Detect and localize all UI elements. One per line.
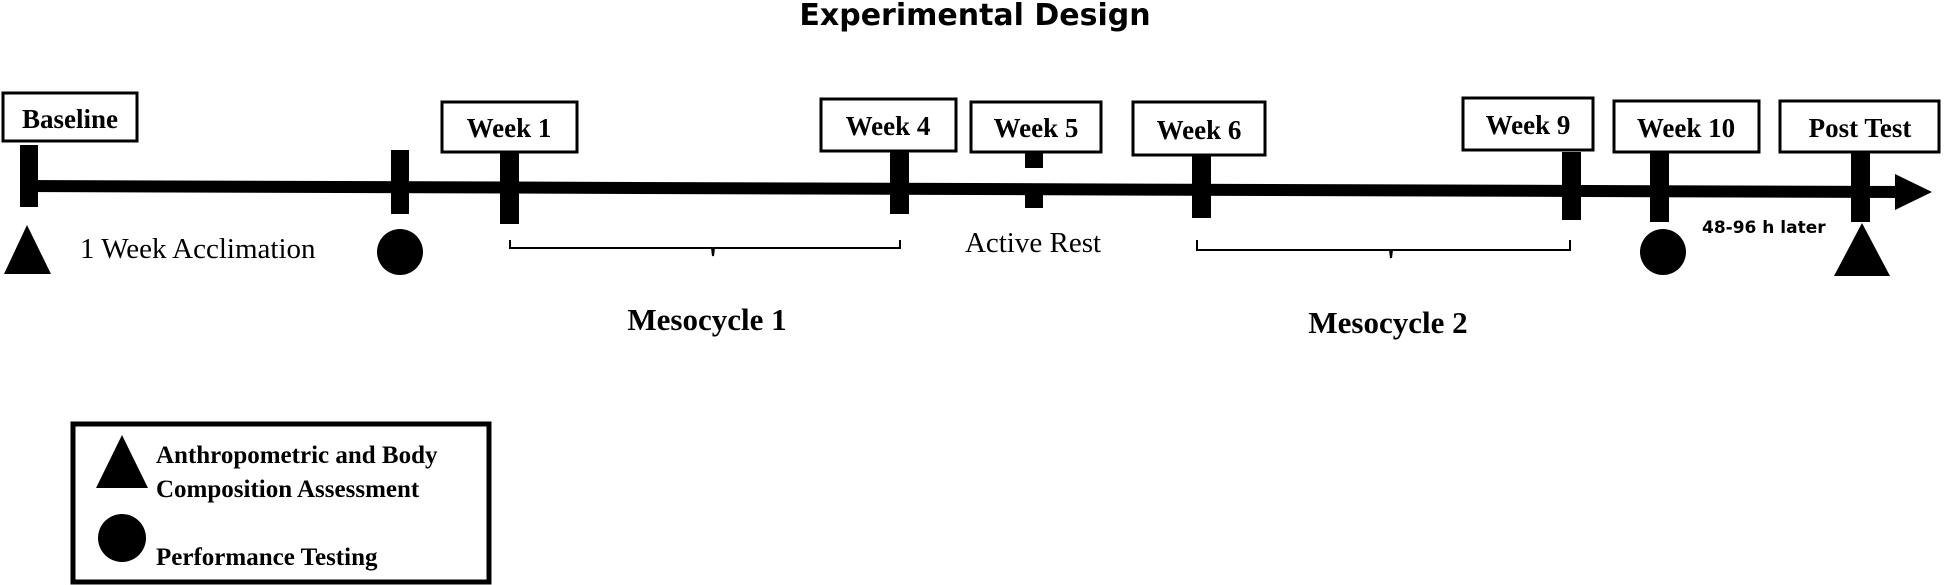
legend-triangle-icon [96,435,148,488]
legend-circle-icon [98,514,146,562]
milestone-label: Week 4 [846,111,931,141]
milestone-label: Week 5 [994,113,1079,143]
milestone-label: Week 6 [1157,115,1242,145]
tick-posttest [1851,152,1870,222]
arrowhead [1895,174,1932,210]
milestone-box-week10: Week 10 [1612,99,1761,154]
legend-circle-label: Performance Testing [156,544,378,571]
brace-mesocycle-1 [509,240,901,257]
tick-acclimation-end [391,150,409,214]
mesocycle-1-label: Mesocycle 1 [627,302,786,337]
timeline-line [19,180,1906,198]
legend: Anthropometric and Body Composition Asse… [70,421,492,585]
milestone-box-week9: Week 9 [1461,96,1595,152]
triangle-marker-posttest [1834,223,1890,276]
triangle-marker-baseline [4,225,51,274]
diagram-title: Experimental Design [799,0,1150,33]
timeline-arrow [19,174,1932,210]
tick-week5-bottom [1025,190,1043,208]
circle-marker-acclimation-end [377,229,423,275]
circle-marker-week10 [1640,229,1686,275]
milestone-label: Post Test [1809,113,1912,143]
legend-triangle-label-line1: Anthropometric and Body [156,442,438,469]
active-rest-label: Active Rest [965,227,1101,259]
legend-box [70,421,492,585]
tick-week1 [500,152,519,224]
milestone-label: Week 9 [1486,110,1571,140]
mesocycle-2-label: Mesocycle 2 [1308,305,1467,340]
legend-triangle-label-line2: Composition Assessment [156,476,420,503]
timeline-ticks [20,145,1870,224]
milestone-label: Week 1 [467,113,552,143]
milestone-box-week6: Week 6 [1131,100,1267,157]
tick-week4 [890,152,909,214]
milestone-box-week1: Week 1 [440,100,579,154]
tick-baseline [20,145,38,207]
acclimation-label: 1 Week Acclimation [80,233,316,265]
milestone-label: Week 10 [1637,113,1735,143]
tick-week5-top [1025,152,1043,168]
tick-week6 [1192,154,1211,218]
milestone-label: Baseline [22,104,118,134]
milestone-box-posttest: Post Test [1778,99,1941,154]
milestone-box-week4: Week 4 [819,97,958,153]
milestone-box-week5: Week 5 [969,100,1103,154]
tick-week9 [1562,152,1581,220]
tick-week10 [1650,152,1669,222]
milestone-box-baseline: Baseline [1,91,139,143]
brace-mesocycle-2 [1196,240,1571,259]
later-note: 48-96 h later [1702,218,1826,238]
